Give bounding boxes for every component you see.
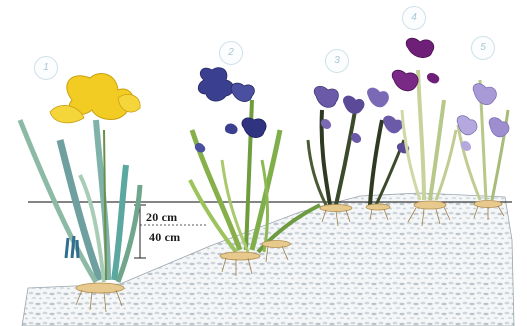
- plant-label-1: 1: [34, 56, 58, 80]
- plant-label-5: 5: [471, 36, 495, 60]
- depth-label-40cm: 40 cm: [149, 230, 180, 245]
- plant-label-2: 2: [219, 41, 243, 65]
- yellow-iris: [20, 74, 140, 312]
- plant-label-3: 3: [325, 49, 349, 73]
- depth-label-20cm: 20 cm: [146, 210, 177, 225]
- plant-label-4: 4: [402, 6, 426, 30]
